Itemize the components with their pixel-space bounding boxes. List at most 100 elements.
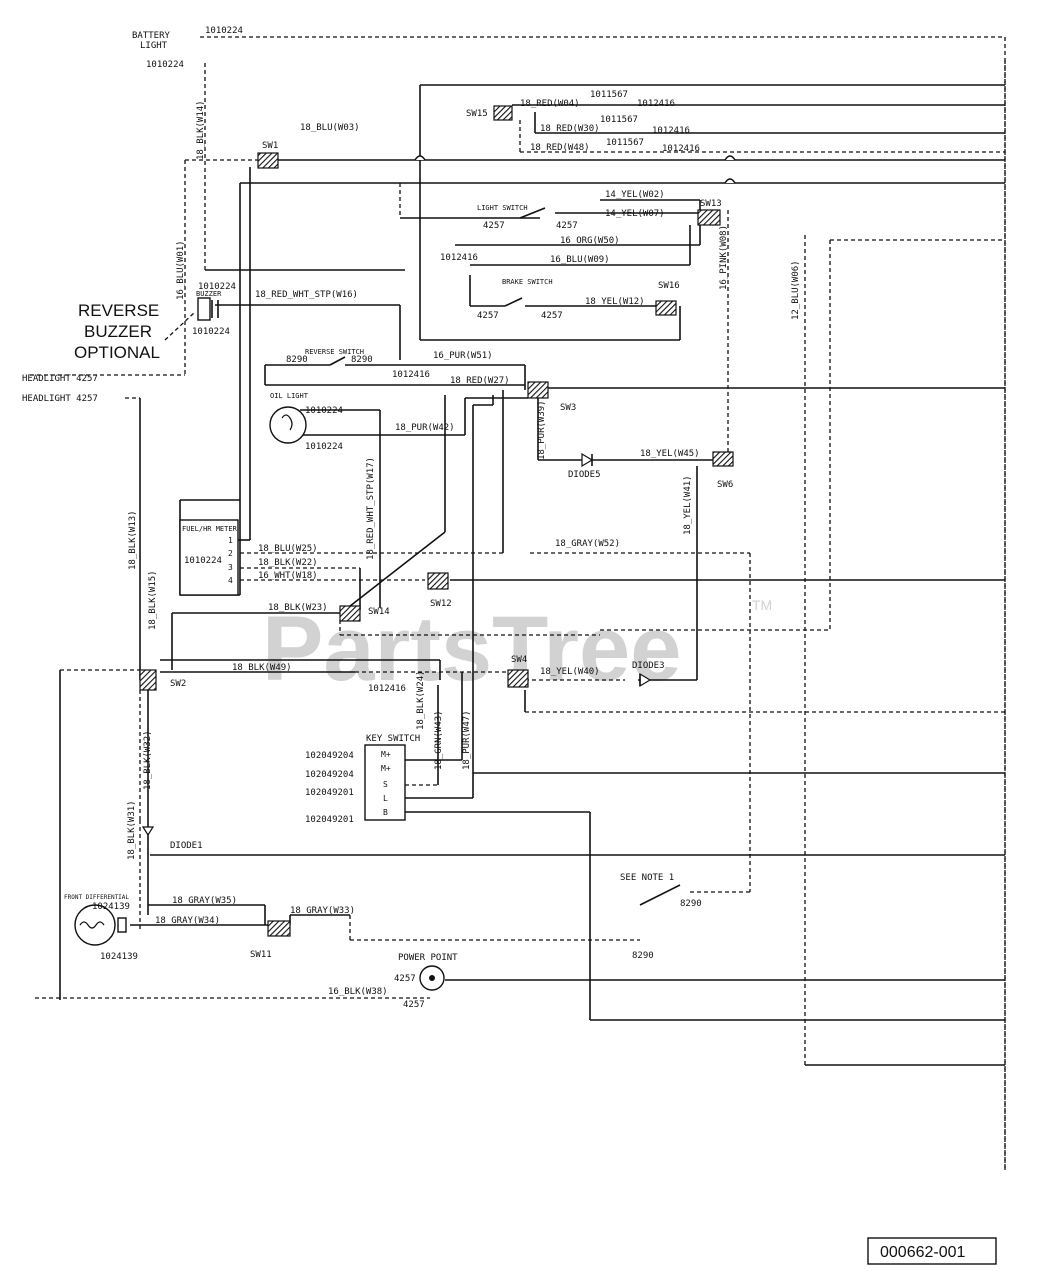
sw6-label: SW6: [717, 480, 733, 490]
reverse-buzzer-callout-2: BUZZER: [84, 322, 152, 341]
drawing-number: 000662-001: [880, 1244, 966, 1261]
part-number: 1010224: [305, 442, 343, 452]
wire-label: 18_PUR(W47): [462, 710, 472, 770]
part-number: 1010224: [198, 282, 236, 292]
sw15-block: [493, 105, 513, 121]
part-number-labels: 1010224 1010224 1010224 1010224 1010224 …: [92, 26, 702, 1010]
wire-label: 18_BLK(W14): [196, 100, 206, 160]
meter-pin: 2: [228, 549, 233, 558]
components: [74, 155, 736, 991]
buzzer-label: BUZZER: [196, 290, 222, 298]
battery-light-label: BATTERY: [132, 31, 171, 41]
sw1-label: SW1: [262, 141, 278, 151]
part-number: 1010224: [184, 556, 222, 566]
sw3-block: [527, 381, 549, 399]
part-number: 1024139: [100, 952, 138, 962]
sw4-block: [507, 669, 529, 688]
sw14-label: SW14: [368, 607, 390, 617]
sw6-block: [712, 451, 734, 467]
watermark: PartsTree: [262, 598, 681, 700]
wire-label: 18_RED(W04): [520, 99, 580, 109]
part-number: 8290: [680, 899, 702, 909]
sw3-label: SW3: [560, 403, 576, 413]
key-terminal: B: [383, 808, 388, 817]
battery-light-label-2: LIGHT: [140, 41, 168, 51]
terminal-labels: M+ M+ S L B 1 2 3 4: [228, 536, 391, 817]
diode1-label: DIODE1: [170, 841, 203, 851]
sw11-block: [267, 920, 291, 937]
wire-label: 18_BLU(W25): [258, 544, 318, 554]
part-number: 1011567: [590, 90, 628, 100]
front-differential-label: FRONT DIFFERENTIAL: [64, 894, 129, 901]
fuel-meter-label: FUEL/HR METER: [182, 525, 238, 533]
key-terminal: M+: [381, 750, 391, 759]
wire-label: 18_PUR(W42): [395, 423, 455, 433]
sw12-label: SW12: [430, 599, 452, 609]
buzzer-body: [197, 297, 211, 321]
sw15-label: SW15: [466, 109, 488, 119]
part-number: 8290: [632, 951, 654, 961]
wire-label: 14_YEL(W07): [605, 209, 665, 219]
reverse-switch-label: REVERSE SWITCH: [305, 348, 364, 356]
wire-label: 18_BLU(W03): [300, 123, 360, 133]
meter-pin: 3: [228, 563, 233, 572]
wire-label: 18_BLK(W23): [268, 603, 328, 613]
diode5-symbol: [581, 452, 594, 468]
sw14-block: [339, 605, 361, 622]
wire-labels: 18_BLU(W03) 18_RED(W04) 18_RED(W30) 18_R…: [127, 99, 801, 997]
sw2-block: [139, 669, 157, 691]
wire-label: 18_BLK(W31): [127, 800, 137, 860]
part-number: 1012416: [652, 126, 690, 136]
wire-label: 12_BLU(W06): [791, 260, 801, 320]
wire-label: 16_ORG(W50): [560, 236, 620, 246]
sw1-block: [257, 152, 279, 169]
wire-label: 18_RED(W48): [530, 143, 590, 153]
see-note-label: SEE NOTE 1: [620, 873, 674, 883]
key-switch-body: [364, 744, 406, 821]
sw16-block: [655, 300, 677, 316]
wire-label: 16_PINK(W08): [719, 225, 729, 290]
wire-label: 18_YEL(W40): [540, 667, 600, 677]
part-number: 102049204: [305, 751, 354, 761]
wire-label: 18_GRAY(W33): [290, 906, 355, 916]
diode1-symbol: [141, 826, 155, 837]
wire-label: 18_YEL(W12): [585, 297, 645, 307]
wire-label: 18_BLK(W13): [128, 510, 138, 570]
light-switch-contact: [519, 207, 546, 219]
reverse-buzzer-callout-3: OPTIONAL: [74, 343, 160, 362]
part-number: 102049201: [305, 815, 354, 825]
key-terminal: L: [383, 794, 388, 803]
part-number: 4257: [483, 221, 505, 231]
key-terminal: S: [383, 780, 388, 789]
part-number: 1012416: [392, 370, 430, 380]
wire-label: 18_GRN(W43): [434, 710, 444, 770]
sw4-label: SW4: [511, 655, 527, 665]
part-number: 1012416: [368, 684, 406, 694]
light-switch-label: LIGHT SWITCH: [477, 204, 528, 212]
front-differential-symbol: [74, 904, 116, 946]
key-switch-label: KEY SWITCH: [366, 734, 420, 744]
watermark-tm: TM: [752, 597, 772, 613]
wire-label: 16_PUR(W51): [433, 351, 493, 361]
wire-label: 18_BLK(W15): [148, 570, 158, 630]
sw11-label: SW11: [250, 950, 272, 960]
part-number: 1010224: [146, 60, 184, 70]
wire-label: 18_GRAY(W34): [155, 916, 220, 926]
reverse-switch-contact: [329, 356, 346, 366]
oil-light-symbol: [269, 406, 307, 444]
wire-label: 16_BLK(W38): [328, 987, 388, 997]
wire-label: 18_YEL(W41): [683, 475, 693, 535]
part-number: 1012416: [662, 144, 700, 154]
part-number: 102049201: [305, 788, 354, 798]
wire-label: 18_GRAY(W52): [555, 539, 620, 549]
wire-label: 18_BLK(W22): [258, 558, 318, 568]
part-number: 1012416: [637, 99, 675, 109]
front-differential-connector: [117, 917, 127, 933]
sw2-label: SW2: [170, 679, 186, 689]
brake-switch-contact: [504, 297, 523, 307]
wires: [30, 36, 1006, 1170]
brake-switch-label: BRAKE SWITCH: [502, 278, 553, 286]
key-terminal: M+: [381, 764, 391, 773]
oil-light-label: OIL LIGHT: [270, 392, 309, 400]
